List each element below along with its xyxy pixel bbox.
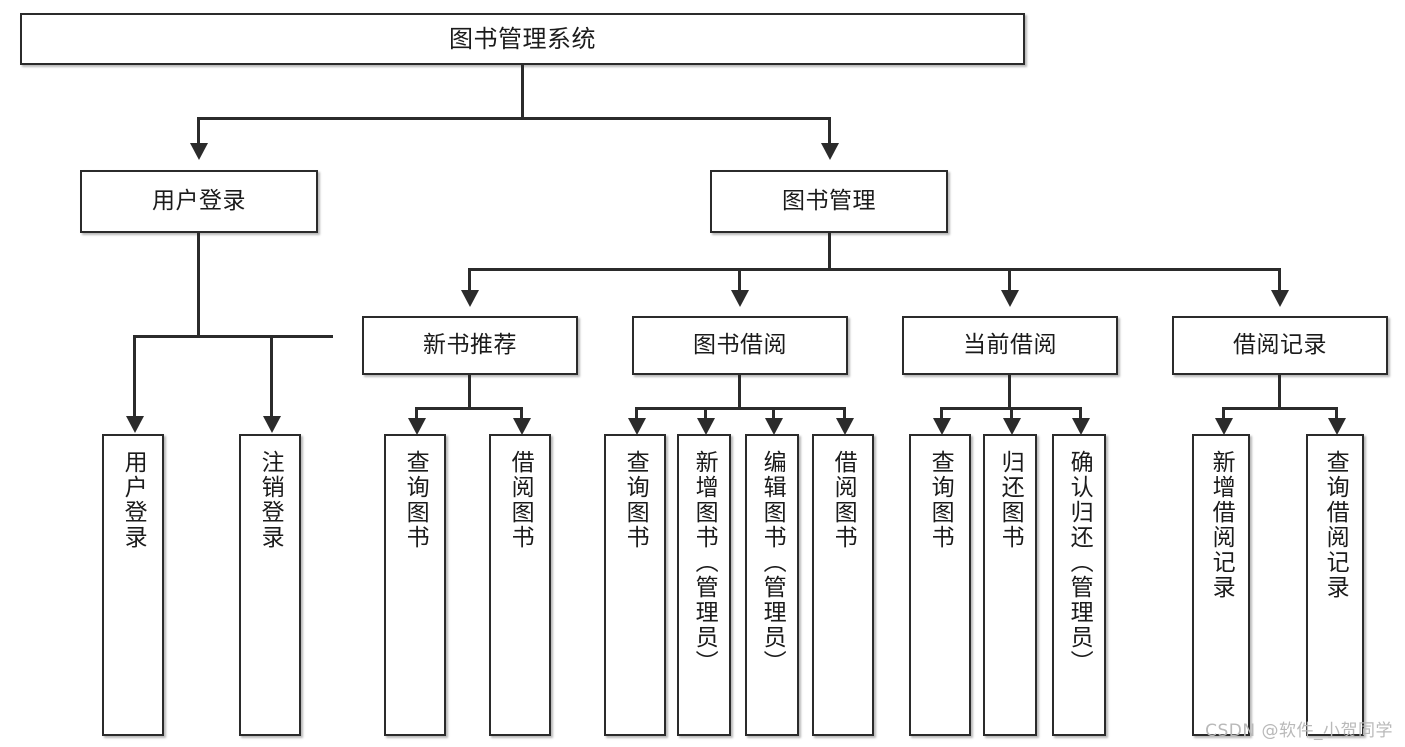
node-label: 查询图书 [402, 450, 429, 550]
connector-new-book-to-leaf-1 [520, 407, 523, 419]
connector-book-borrow-to-leaf-0 [635, 407, 638, 419]
connector-root-bus [197, 117, 831, 120]
node-label: 归还图书 [997, 450, 1024, 550]
leaf-return-book[interactable]: 归还图书 [983, 434, 1037, 736]
node-label: 借阅图书 [507, 450, 534, 550]
csdn-watermark: CSDN @软件_小贺同学 [1205, 721, 1393, 741]
connector-new-book-bus [415, 407, 523, 410]
connector-book-borrow-bus [635, 407, 845, 410]
leaf-user-login[interactable]: 用户登录 [102, 434, 164, 736]
arrow-book-borrow-to-leaf-3 [836, 418, 854, 435]
connector-new-book-stem [468, 375, 471, 409]
arrow-user-login-to-leaf-0 [126, 416, 144, 433]
connector-borrow-record-stem [1278, 375, 1281, 409]
node-borrow-record[interactable]: 借阅记录 [1172, 316, 1388, 375]
node-label: 新增图书（管理员） [691, 450, 718, 675]
leaf-query-book-current[interactable]: 查询图书 [909, 434, 971, 736]
connector-current-borrow-stem [1008, 375, 1011, 409]
connector-book-borrow-to-leaf-2 [772, 407, 775, 419]
leaf-confirm-return-admin[interactable]: 确认归还（管理员） [1052, 434, 1106, 736]
arrow-current-borrow-to-leaf-2 [1072, 418, 1090, 435]
node-label: 图书借阅 [693, 331, 787, 358]
arrow-book-mgmt-to-l3-3 [1271, 290, 1289, 307]
node-label: 新书推荐 [423, 331, 517, 358]
node-label: 借阅图书 [830, 450, 857, 550]
leaf-borrow-book-newbook[interactable]: 借阅图书 [489, 434, 551, 736]
leaf-borrow-book[interactable]: 借阅图书 [812, 434, 874, 736]
connector-book-mgmt-bus [468, 268, 1280, 271]
node-label: 确认归还（管理员） [1066, 450, 1093, 675]
leaf-edit-book-admin[interactable]: 编辑图书（管理员） [745, 434, 799, 736]
node-label: 图书管理系统 [449, 24, 596, 53]
arrow-current-borrow-to-leaf-1 [1003, 418, 1021, 435]
arrow-root-to-book-mgmt [821, 143, 839, 160]
node-label: 用户登录 [120, 450, 147, 550]
arrow-current-borrow-to-leaf-0 [933, 418, 951, 435]
connector-book-mgmt-stem [828, 233, 831, 270]
connector-user-login-bus [133, 335, 333, 338]
node-label: 查询图书 [622, 450, 649, 550]
node-root-book-management-system[interactable]: 图书管理系统 [20, 13, 1025, 65]
connector-borrow-record-to-leaf-1 [1335, 407, 1338, 419]
node-label: 查询图书 [927, 450, 954, 550]
leaf-query-book-newbook[interactable]: 查询图书 [384, 434, 446, 736]
node-label: 新增借阅记录 [1208, 450, 1235, 600]
connector-user-login-to-leaf-1 [270, 335, 273, 417]
connector-root-stem [521, 65, 524, 119]
arrow-book-mgmt-to-l3-0 [461, 290, 479, 307]
node-book-management[interactable]: 图书管理 [710, 170, 948, 233]
connector-borrow-record-to-leaf-0 [1222, 407, 1225, 419]
node-new-book-recommend[interactable]: 新书推荐 [362, 316, 578, 375]
node-label: 当前借阅 [963, 331, 1057, 358]
connector-root-to-book-mgmt [828, 117, 831, 144]
connector-book-borrow-stem [738, 375, 741, 409]
connector-book-borrow-to-leaf-3 [843, 407, 846, 419]
node-label: 查询借阅记录 [1322, 450, 1349, 600]
connector-root-to-user-login [197, 117, 200, 144]
arrow-book-borrow-to-leaf-0 [628, 418, 646, 435]
arrow-book-borrow-to-leaf-2 [765, 418, 783, 435]
arrow-borrow-record-to-leaf-1 [1328, 418, 1346, 435]
leaf-query-book-borrow[interactable]: 查询图书 [604, 434, 666, 736]
connector-current-borrow-to-leaf-1 [1010, 407, 1013, 419]
arrow-new-book-to-leaf-0 [408, 418, 426, 435]
connector-new-book-to-leaf-0 [415, 407, 418, 419]
connector-user-login-stem [197, 233, 200, 337]
node-label: 用户登录 [152, 187, 246, 214]
connector-book-borrow-to-leaf-1 [704, 407, 707, 419]
connector-current-borrow-to-leaf-0 [940, 407, 943, 419]
arrow-book-borrow-to-leaf-1 [697, 418, 715, 435]
arrow-borrow-record-to-leaf-0 [1215, 418, 1233, 435]
leaf-logout[interactable]: 注销登录 [239, 434, 301, 736]
connector-book-mgmt-to-l3-2 [1008, 268, 1011, 291]
leaf-add-borrow-record[interactable]: 新增借阅记录 [1192, 434, 1250, 736]
connector-current-borrow-to-leaf-2 [1079, 407, 1082, 419]
node-current-borrow[interactable]: 当前借阅 [902, 316, 1118, 375]
node-label: 借阅记录 [1233, 331, 1327, 358]
connector-book-mgmt-to-l3-0 [468, 268, 471, 291]
node-label: 编辑图书（管理员） [759, 450, 786, 675]
node-book-borrow[interactable]: 图书借阅 [632, 316, 848, 375]
node-label: 图书管理 [782, 187, 876, 214]
connector-borrow-record-bus [1222, 407, 1337, 410]
arrow-root-to-user-login [190, 143, 208, 160]
arrow-book-mgmt-to-l3-1 [731, 290, 749, 307]
node-user-login[interactable]: 用户登录 [80, 170, 318, 233]
arrow-user-login-to-leaf-1 [263, 416, 281, 433]
arrow-book-mgmt-to-l3-2 [1001, 290, 1019, 307]
connector-book-mgmt-to-l3-3 [1278, 268, 1281, 291]
leaf-query-borrow-record[interactable]: 查询借阅记录 [1306, 434, 1364, 736]
arrow-new-book-to-leaf-1 [513, 418, 531, 435]
connector-user-login-to-leaf-0 [133, 335, 136, 417]
leaf-add-book-admin[interactable]: 新增图书（管理员） [677, 434, 731, 736]
node-label: 注销登录 [257, 450, 284, 550]
connector-book-mgmt-to-l3-1 [738, 268, 741, 291]
